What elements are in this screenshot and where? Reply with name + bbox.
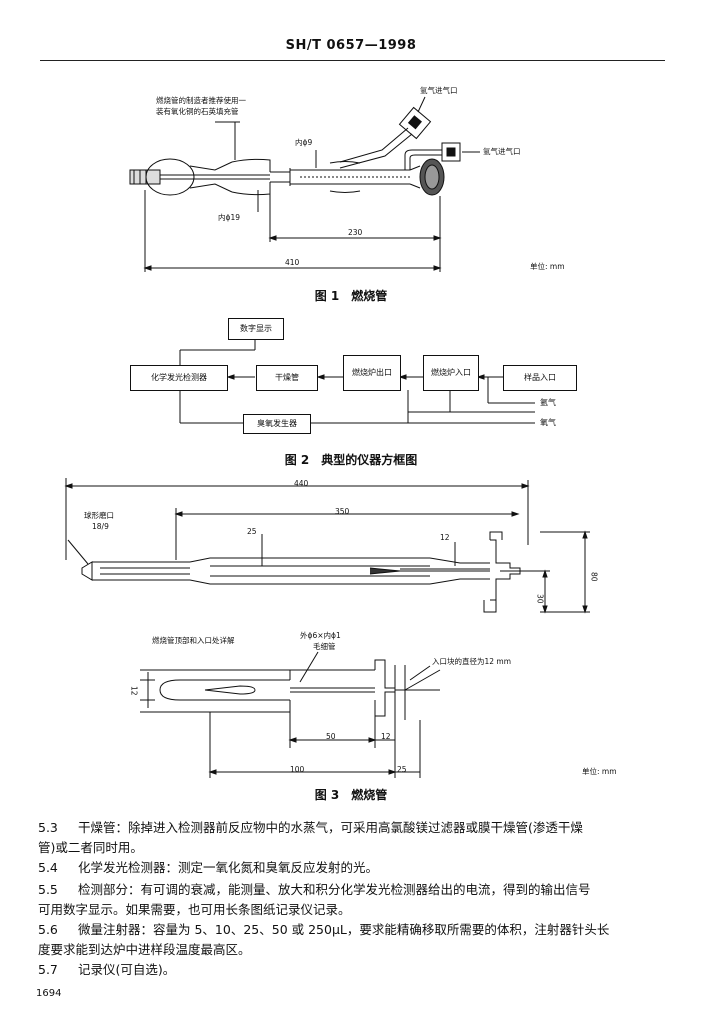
section-5-6: 5.6 微量注射器：容量为 5、10、25、50 或 250μL，要求能精确移取所… — [38, 920, 668, 960]
detail-title: 燃烧管顶部和入口处详解 — [152, 636, 235, 645]
furnace-inlet-line-2: 入口 — [455, 368, 471, 377]
dim-12-label: 12 — [440, 533, 450, 542]
argon-inlet-label-1: 氩气进气口 — [420, 86, 458, 95]
dim-25b-label: 25 — [397, 765, 407, 774]
dim-100-label: 100 — [290, 765, 305, 774]
section-text-cont: 可用数字显示。如果需要，也可用长条图纸记录仪记录。 — [38, 902, 351, 917]
dim-12-right-label: 12 — [381, 732, 391, 741]
argon-label: 氩气 — [540, 398, 556, 407]
dim-440-label: 440 — [294, 479, 309, 488]
furnace-outlet-line-1: 燃烧炉 — [352, 368, 376, 377]
inner-d9-label: 内ϕ9 — [295, 138, 313, 147]
dim-25-label: 25 — [247, 527, 257, 536]
figure-3-caption: 图 3 燃烧管 — [314, 788, 388, 802]
page-number: 1694 — [36, 988, 62, 999]
argon-inlet-label-2: 氩气进气口 — [483, 147, 521, 156]
section-5-5: 5.5 检测部分：有可调的衰减，能测量、放大和积分化学发光检测器给出的电流，得到的… — [38, 880, 668, 920]
packing-note-line-2: 装有氧化铜的石英填充管 — [156, 107, 239, 116]
section-number: 5.7 — [38, 962, 58, 977]
section-number: 5.6 — [38, 922, 58, 937]
dim-30-label: 30 — [535, 594, 545, 604]
furnace-inlet-box: 燃烧炉 入口 — [423, 355, 479, 391]
sample-inlet-box: 样品入口 — [503, 365, 577, 391]
ball-joint-label-1: 球形磨口 — [84, 511, 114, 520]
furnace-inlet-line-1: 燃烧炉 — [431, 368, 455, 377]
inlet-note-label: 入口块的直径为12 mm — [432, 657, 512, 666]
section-text: 记录仪(可自选)。 — [78, 962, 176, 977]
section-number: 5.3 — [38, 820, 58, 835]
section-text: 微量注射器：容量为 5、10、25、50 或 250μL，要求能精确移取所需要的… — [78, 922, 610, 937]
ozone-generator-box: 臭氧发生器 — [243, 414, 311, 434]
capillary-label-1: 外ϕ6×内ϕ1 — [300, 631, 341, 640]
section-number: 5.5 — [38, 882, 58, 897]
dim-12-left-label: 12 — [129, 686, 139, 696]
section-text-cont: 管)或二者同时用。 — [38, 840, 143, 855]
inner-d19-label: 内ϕ19 — [218, 213, 240, 222]
packing-note-line-1: 燃烧管的制造者推荐使用一 — [156, 96, 246, 105]
section-text-cont: 度要求能到达炉中进样段温度最高区。 — [38, 942, 251, 957]
oxygen-label: 氧气 — [540, 418, 556, 427]
furnace-outlet-box: 燃烧炉 出口 — [343, 355, 401, 391]
dim-80-label: 80 — [589, 572, 599, 582]
figure-1-caption: 图 1 燃烧管 — [314, 289, 388, 303]
digital-display-box: 数字显示 — [228, 318, 284, 340]
unit-label-fig3: 单位: mm — [582, 767, 617, 776]
figure-2-caption: 图 2 典型的仪器方框图 — [284, 453, 418, 467]
section-text: 干燥管：除掉进入检测器前反应物中的水蒸气，可采用高氯酸镁过滤器或膜干燥管(渗透干… — [78, 820, 583, 835]
section-5-4: 5.4 化学发光检测器：测定一氧化氮和臭氧反应发射的光。 — [38, 858, 668, 878]
detector-box: 化学发光检测器 — [130, 365, 228, 391]
dim-350-label: 350 — [335, 507, 350, 516]
section-5-7: 5.7 记录仪(可自选)。 — [38, 960, 668, 980]
section-text: 化学发光检测器：测定一氧化氮和臭氧反应发射的光。 — [78, 860, 379, 875]
dryer-box: 干燥管 — [256, 365, 318, 391]
dim-50-label: 50 — [326, 732, 336, 741]
furnace-outlet-line-2: 出口 — [376, 368, 392, 377]
section-5-3: 5.3 干燥管：除掉进入检测器前反应物中的水蒸气，可采用高氯酸镁过滤器或膜干燥管(… — [38, 818, 668, 858]
section-text: 检测部分：有可调的衰减，能测量、放大和积分化学发光检测器给出的电流，得到的输出信… — [78, 882, 591, 897]
ball-joint-label-2: 18/9 — [92, 522, 109, 531]
dim-410-label: 410 — [285, 258, 300, 267]
header-rule — [40, 60, 665, 61]
standard-code-header: SH/T 0657—1998 — [285, 38, 417, 53]
unit-label-fig1: 单位: mm — [530, 262, 565, 271]
section-number: 5.4 — [38, 860, 58, 875]
dim-230-label: 230 — [348, 228, 363, 237]
capillary-label-2: 毛细管 — [313, 642, 336, 651]
